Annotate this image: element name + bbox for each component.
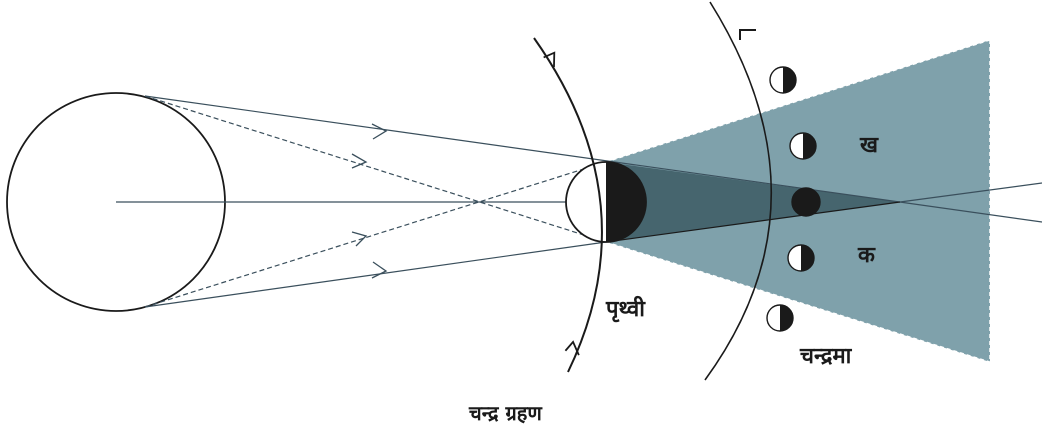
label-moon: चन्द्रमा bbox=[799, 344, 853, 369]
ray-arrow-3 bbox=[352, 232, 366, 246]
ray-arrow-2 bbox=[352, 154, 366, 168]
caption: चन्द्र ग्रहण bbox=[468, 401, 543, 425]
moon-pos-3 bbox=[792, 188, 820, 216]
label-earth: पृथ्वी bbox=[605, 295, 646, 323]
ray-lower-outer bbox=[145, 242, 606, 307]
moon-orbit-arrow bbox=[740, 30, 756, 40]
moon-pos-1-dark bbox=[783, 67, 796, 93]
ray-arrow-4 bbox=[372, 262, 386, 278]
ray-arrow-1 bbox=[372, 124, 386, 139]
label-ka: क bbox=[857, 243, 876, 268]
moon-pos-5-dark bbox=[780, 305, 793, 331]
label-kha: ख bbox=[859, 133, 879, 158]
